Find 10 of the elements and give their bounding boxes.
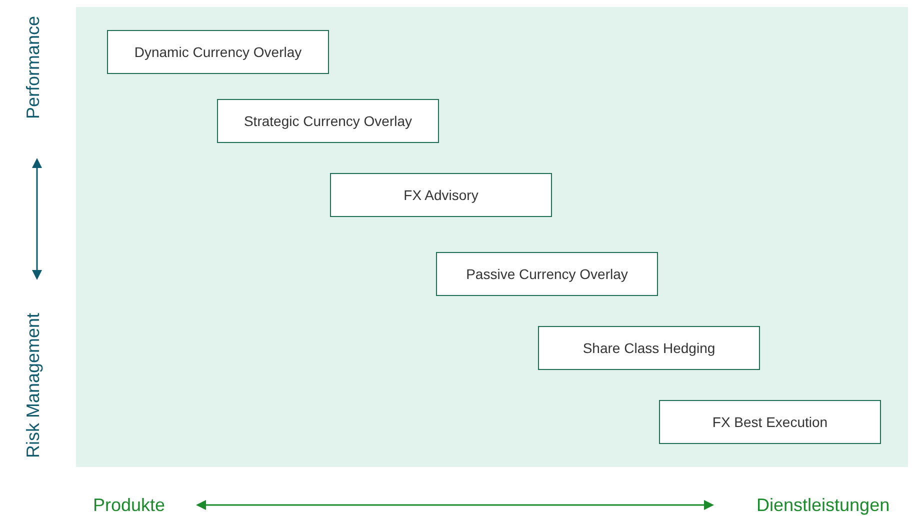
service-box: Dynamic Currency Overlay <box>107 30 329 74</box>
axis-label: Dienstleistungen <box>756 494 890 516</box>
service-box: Passive Currency Overlay <box>436 252 658 296</box>
axis-label: Risk Management <box>22 312 44 458</box>
service-box: FX Best Execution <box>659 400 881 444</box>
service-box: FX Advisory <box>330 173 552 217</box>
axis-label: Produkte <box>93 494 166 516</box>
axis-label: Performance <box>22 15 44 119</box>
service-box: Strategic Currency Overlay <box>217 99 439 143</box>
service-box: Share Class Hedging <box>538 326 760 370</box>
